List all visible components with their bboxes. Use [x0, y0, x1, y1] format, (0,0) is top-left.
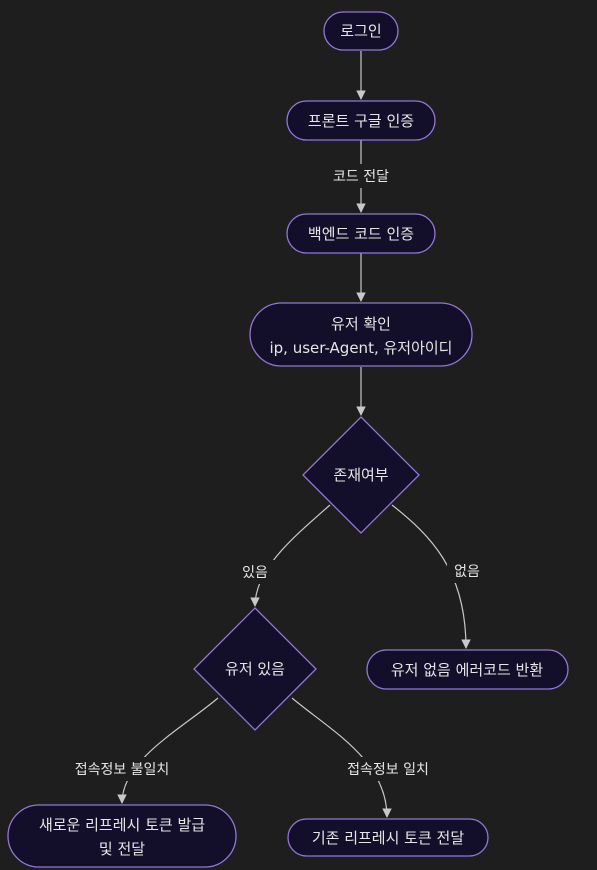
edge-label-info-match: 접속정보 일치 [333, 757, 443, 781]
node-user-check-detail: ip, user-Agent, 유저아이디 [269, 339, 452, 357]
node-login-text: 로그인 [340, 22, 381, 40]
node-existing-refresh-token-text: 기존 리프레시 토큰 전달 [312, 829, 465, 847]
node-backend-code-auth-text: 백엔드 코드 인증 [308, 225, 414, 243]
node-new-refresh-token-line1: 새로운 리프레시 토큰 발급 [39, 816, 205, 834]
edge-label-code-pass-text: 코드 전달 [333, 169, 389, 185]
node-no-user-error: 유저 없음 에러코드 반환 [366, 649, 569, 690]
edge-label-info-match-text: 접속정보 일치 [347, 762, 429, 778]
node-backend-code-auth: 백엔드 코드 인증 [286, 213, 436, 254]
node-front-google-auth-text: 프론트 구글 인증 [308, 112, 414, 130]
edge-label-code-pass: 코드 전달 [322, 164, 400, 188]
node-exists-decision: 존재여부 [302, 416, 420, 534]
edge-label-exists: 있음 [235, 560, 275, 584]
edge-label-not-exists: 없음 [447, 559, 487, 583]
edge-exists-no [391, 504, 471, 649]
edge-user-exists-match [291, 697, 392, 818]
edge-exists-yes [250, 504, 331, 607]
node-user-check: 유저 확인 ip, user-Agent, 유저아이디 [249, 302, 473, 367]
edge-label-not-exists-text: 없음 [454, 564, 480, 580]
node-user-check-title: 유저 확인 [331, 315, 391, 333]
edge-label-info-mismatch-text: 접속정보 불일치 [75, 762, 170, 778]
node-new-refresh-token-line2: 및 전달 [99, 840, 145, 858]
node-login: 로그인 [323, 11, 399, 51]
edge-label-exists-text: 있음 [242, 565, 268, 581]
node-existing-refresh-token: 기존 리프레시 토큰 전달 [287, 818, 489, 857]
node-user-exists-decision-text: 유저 있음 [225, 660, 285, 678]
node-no-user-error-text: 유저 없음 에러코드 반환 [391, 661, 544, 679]
node-user-exists-decision: 유저 있음 [193, 607, 317, 731]
edge-user-exists-mismatch [117, 697, 219, 804]
node-front-google-auth: 프론트 구글 인증 [286, 100, 436, 141]
edge-label-info-mismatch: 접속정보 불일치 [58, 757, 186, 781]
node-exists-decision-text: 존재여부 [333, 466, 388, 484]
node-new-refresh-token: 새로운 리프레시 토큰 발급 및 전달 [7, 804, 237, 868]
